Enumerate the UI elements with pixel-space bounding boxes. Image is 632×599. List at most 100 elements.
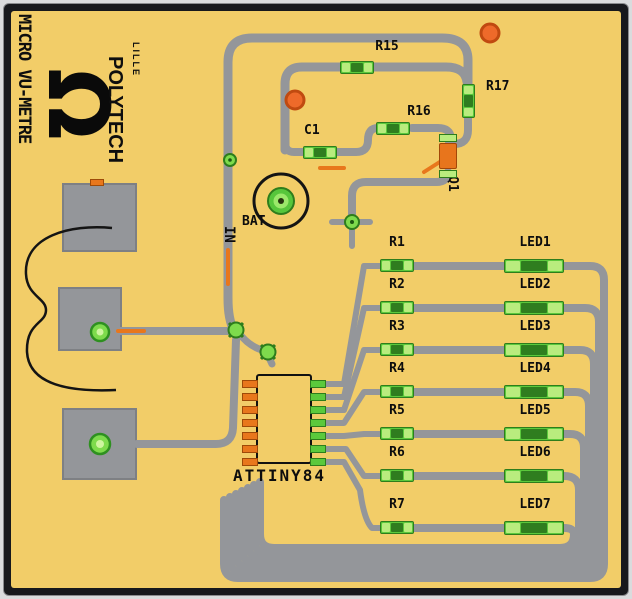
pad bbox=[506, 261, 520, 271]
pad bbox=[548, 429, 562, 439]
channel-led-label: LED2 bbox=[519, 277, 551, 292]
resistor-body bbox=[391, 303, 403, 312]
pad bbox=[404, 523, 412, 532]
ic-pad-right bbox=[310, 406, 326, 414]
label-r17: R17 bbox=[486, 79, 510, 94]
channel-resistor bbox=[380, 427, 414, 440]
pad bbox=[404, 303, 412, 312]
channel-resistor bbox=[380, 521, 414, 534]
brand-text: POLYTECH bbox=[104, 56, 126, 164]
crosshair-pad bbox=[227, 321, 245, 339]
ic-pad-right bbox=[310, 445, 326, 453]
channel-led-label: LED1 bbox=[519, 235, 551, 250]
pad bbox=[548, 471, 562, 481]
pad bbox=[439, 134, 457, 142]
pad bbox=[506, 345, 520, 355]
pad bbox=[382, 303, 390, 312]
pad bbox=[382, 387, 390, 396]
pad bbox=[506, 523, 520, 533]
ic-pad-right bbox=[310, 432, 326, 440]
pad bbox=[382, 429, 390, 438]
label-r16: R16 bbox=[407, 104, 431, 119]
pad bbox=[404, 429, 412, 438]
ic-pad-left bbox=[242, 419, 258, 427]
label-q1: Q1 bbox=[445, 176, 460, 192]
pad bbox=[382, 471, 390, 480]
resistor-body bbox=[387, 124, 399, 133]
resistor-body bbox=[391, 261, 403, 270]
led-body bbox=[521, 471, 547, 481]
mounting-block-top bbox=[62, 183, 137, 252]
channel-resistor-label: R6 bbox=[389, 445, 405, 460]
label-c1: C1 bbox=[304, 123, 320, 138]
channel-resistor bbox=[380, 343, 414, 356]
channel-led bbox=[504, 301, 564, 315]
channel-resistor bbox=[380, 301, 414, 314]
pad bbox=[548, 345, 562, 355]
pad bbox=[400, 124, 408, 133]
ic-pad-left bbox=[242, 380, 258, 388]
pad bbox=[327, 148, 335, 157]
via-orange bbox=[284, 89, 306, 111]
via-hole bbox=[350, 220, 354, 224]
top-copper-tick bbox=[90, 179, 104, 186]
bottom-copper-traces bbox=[102, 33, 608, 582]
pad bbox=[506, 387, 520, 397]
channel-led bbox=[504, 469, 564, 483]
pad bbox=[342, 63, 350, 72]
resistor-r15 bbox=[340, 61, 374, 74]
pad bbox=[305, 148, 313, 157]
channel-resistor bbox=[380, 259, 414, 272]
ic-pad-right bbox=[310, 380, 326, 388]
pad bbox=[548, 303, 562, 313]
channel-led bbox=[504, 385, 564, 399]
pad bbox=[506, 429, 520, 439]
via-orange bbox=[479, 22, 501, 44]
pad bbox=[382, 261, 390, 270]
pad bbox=[548, 523, 562, 533]
led-body bbox=[521, 261, 547, 271]
label-bat: BAT bbox=[242, 214, 266, 229]
pad bbox=[464, 108, 473, 116]
pad bbox=[548, 387, 562, 397]
transistor-body bbox=[439, 143, 457, 169]
led-body bbox=[521, 429, 547, 439]
ic-pad-right bbox=[310, 419, 326, 427]
pad bbox=[404, 387, 412, 396]
resistor-r17 bbox=[462, 84, 475, 118]
ic-pad-right bbox=[310, 458, 326, 466]
channel-resistor bbox=[380, 385, 414, 398]
ic-pad-left bbox=[242, 406, 258, 414]
ic-pad-left bbox=[242, 458, 258, 466]
silkscreen-title: MICRO VU-METRE bbox=[14, 14, 34, 144]
channel-led-label: LED5 bbox=[519, 403, 551, 418]
pad bbox=[506, 471, 520, 481]
pad bbox=[464, 86, 473, 94]
led-body bbox=[521, 303, 547, 313]
ic-pad-right bbox=[310, 393, 326, 401]
mounting-block-middle bbox=[58, 287, 122, 351]
ic-pad-left bbox=[242, 432, 258, 440]
channel-resistor-label: R5 bbox=[389, 403, 405, 418]
resistor-body bbox=[391, 523, 403, 532]
channel-resistor-label: R7 bbox=[389, 497, 405, 512]
silkscreen-outline bbox=[24, 172, 310, 392]
pad bbox=[364, 63, 372, 72]
channel-resistor-label: R3 bbox=[389, 319, 405, 334]
capacitor-c1 bbox=[303, 146, 337, 159]
pad bbox=[439, 170, 457, 178]
crosshair-pad bbox=[259, 343, 277, 361]
resistor-r16 bbox=[376, 122, 410, 135]
led-body bbox=[521, 345, 547, 355]
pad bbox=[378, 124, 386, 133]
label-r15: R15 bbox=[375, 39, 399, 54]
pad bbox=[404, 471, 412, 480]
brand-city-text: LILLE bbox=[131, 42, 141, 77]
label-in: IN bbox=[221, 226, 237, 243]
channel-resistor-label: R1 bbox=[389, 235, 405, 250]
pad bbox=[382, 345, 390, 354]
resistor-body bbox=[391, 345, 403, 354]
via-hole bbox=[228, 158, 232, 162]
